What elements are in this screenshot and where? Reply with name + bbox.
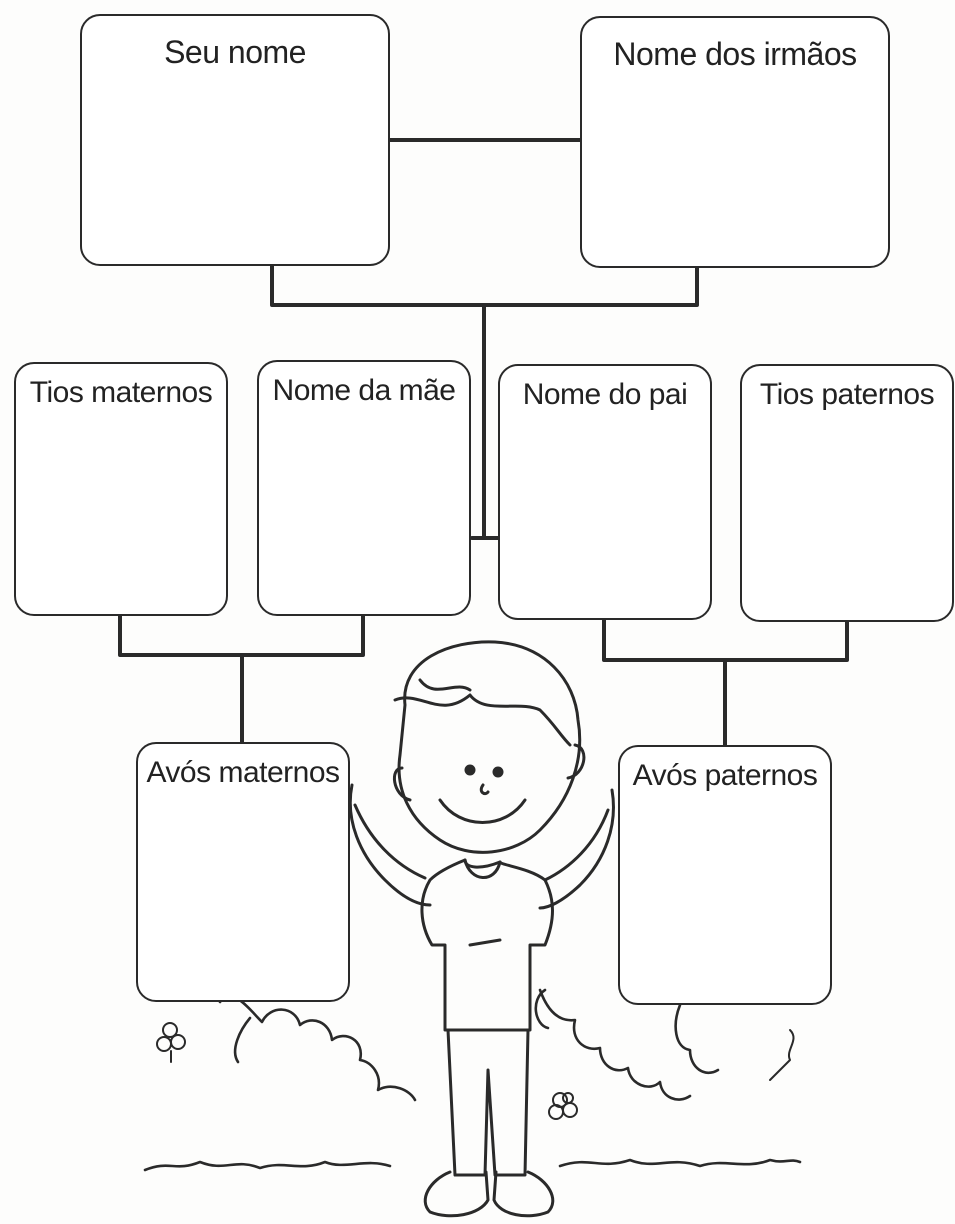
box-label-mother: Nome da mãe: [272, 374, 456, 407]
box-label-father: Nome do pai: [522, 378, 688, 411]
box-label-paternal-grandparents: Avós paternos: [632, 759, 818, 792]
tree-connectors: [118, 138, 849, 747]
box-label-paternal-uncles: Tios paternos: [759, 378, 935, 411]
bush-right: [534, 988, 720, 1101]
bush-left: [218, 994, 417, 1102]
box-label-self: Seu nome: [164, 34, 306, 70]
box-maternal-uncles[interactable]: Tios maternos: [14, 362, 228, 616]
sprout-icon: [769, 1029, 795, 1081]
box-maternal-grandparents[interactable]: Avós maternos: [136, 742, 350, 1002]
box-label-maternal-uncles: Tios maternos: [29, 376, 213, 409]
box-mother[interactable]: Nome da mãe: [257, 360, 471, 616]
flower-icon: [548, 1092, 578, 1120]
box-paternal-uncles[interactable]: Tios paternos: [740, 364, 954, 622]
box-siblings[interactable]: Nome dos irmãos: [580, 16, 890, 268]
box-self[interactable]: Seu nome: [80, 14, 390, 266]
box-label-siblings: Nome dos irmãos: [613, 36, 857, 72]
box-paternal-grandparents[interactable]: Avós paternos: [618, 745, 832, 1005]
box-label-maternal-grandparents: Avós maternos: [146, 756, 340, 789]
flower-icon: [156, 1022, 186, 1063]
box-father[interactable]: Nome do pai: [498, 364, 712, 620]
boy-figure: [348, 640, 615, 1218]
grass-line: [143, 1158, 802, 1172]
